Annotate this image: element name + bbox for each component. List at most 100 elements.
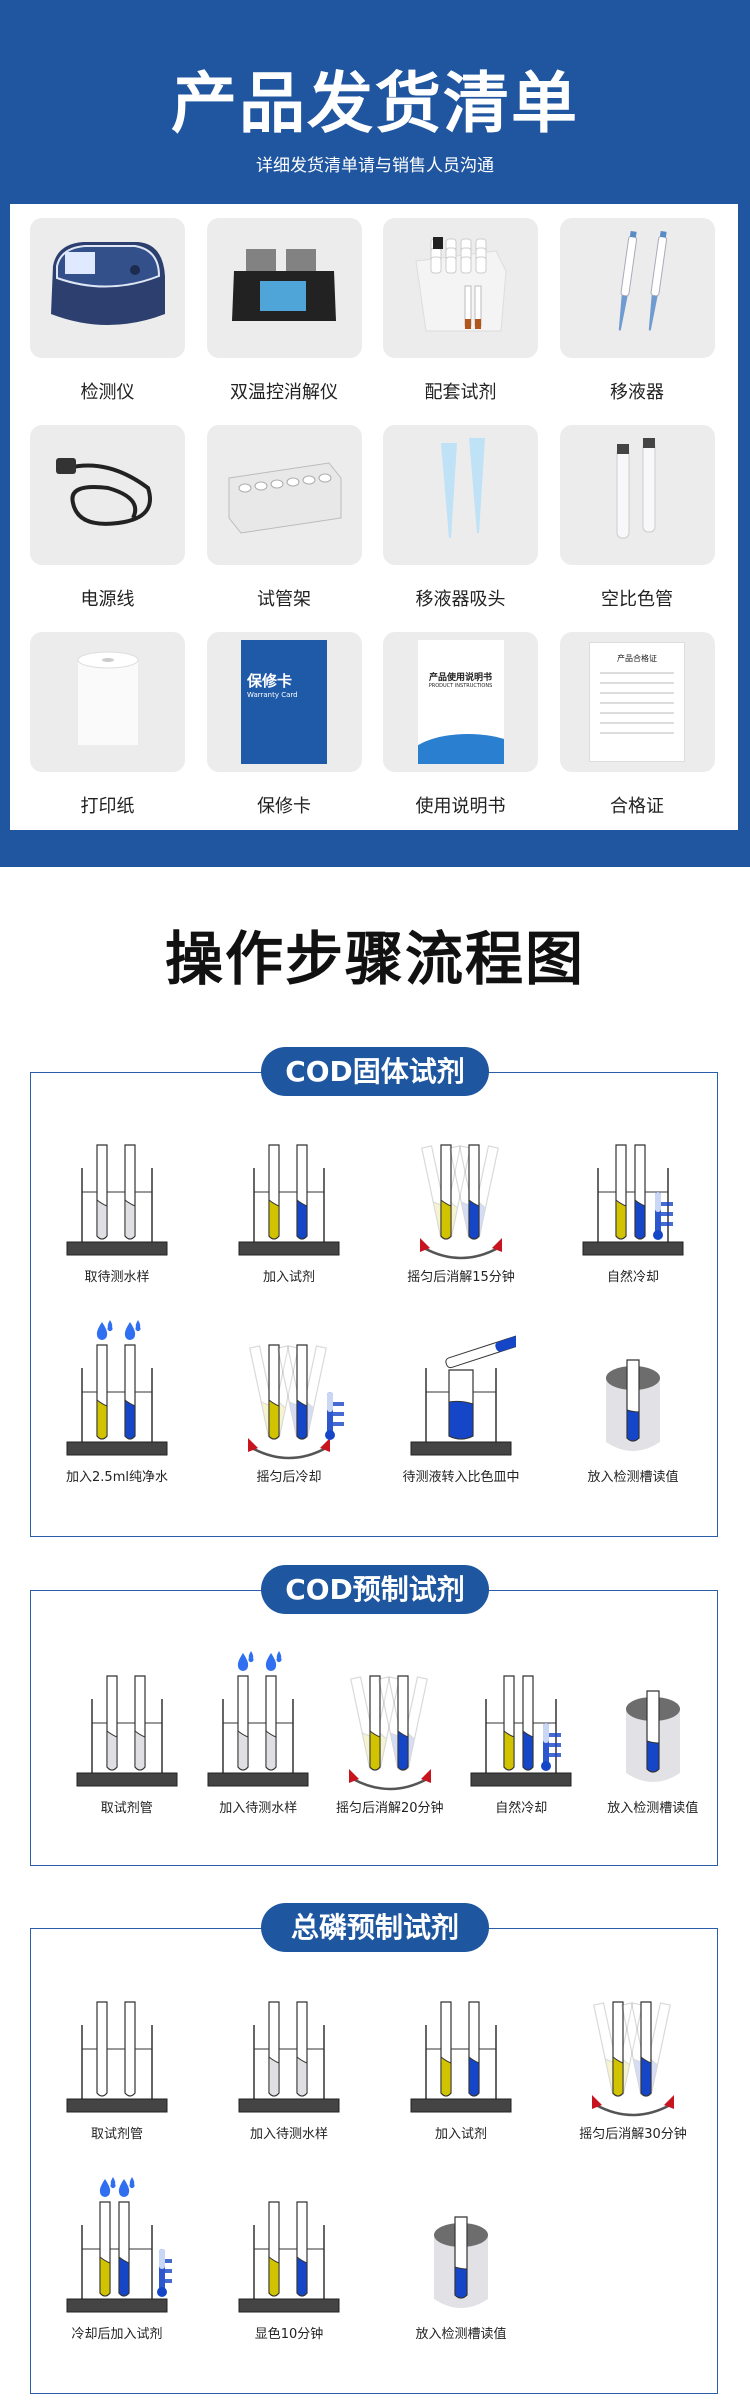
step-label: 取试剂管 (90, 2127, 143, 2142)
hotplate-base (207, 1772, 309, 1787)
section-cod-solid: COD固体试剂 取待测水样加入试剂摇匀后消解15分钟自然冷却加入2.5ml纯净水… (30, 1047, 718, 1537)
tube-liquid (124, 1198, 136, 1240)
tube-glass (124, 2001, 136, 2097)
thermometer-top (543, 1723, 550, 1743)
step-label: 放入检测槽读值 (415, 2327, 507, 2342)
tube-liquid (522, 1729, 534, 1771)
tube-rack-icon (219, 448, 349, 542)
section-cod-prefab: COD预制试剂 取试剂管加入待测水样摇匀后消解20分钟自然冷却放入检测槽读值 (30, 1565, 718, 1866)
empty-tubes-image (559, 425, 715, 565)
arrow-head-icon (492, 1238, 502, 1252)
arrow-head-icon (664, 2095, 674, 2109)
pipette-icon (587, 230, 687, 345)
step-illustration (625, 1690, 680, 1782)
water-drop-icon (266, 1653, 277, 1671)
step-label: 自然冷却 (495, 1801, 548, 1816)
test-tube (124, 2001, 136, 2097)
tube-liquid (296, 2255, 308, 2297)
product-label: 移液器吸头 (415, 589, 506, 610)
step-label: 待测液转入比色皿中 (402, 1470, 520, 1485)
hotplate-base (238, 2098, 340, 2113)
step-label: 取待测水样 (84, 1270, 150, 1285)
tube-liquid (268, 1398, 280, 1440)
water-drop-icon (135, 1320, 141, 1331)
process-step: 加入试剂 (203, 1120, 375, 1320)
tube-liquid (265, 1729, 277, 1771)
thermometer-icon (541, 1723, 562, 1771)
step-illustration (238, 1144, 340, 1256)
step-label: 摇匀后消解30分钟 (579, 2127, 687, 2142)
digester-device-icon (224, 241, 344, 335)
tube-liquid (503, 1729, 515, 1771)
section-title: COD预制试剂 (261, 1565, 489, 1614)
arrow-head-icon (248, 1438, 258, 1452)
paper-roll-image (30, 632, 185, 772)
shake-arrow (423, 1246, 499, 1260)
product-item: 产品合格证合格证 (559, 632, 715, 839)
step-illustration (66, 1320, 168, 1456)
water-drop-icon (118, 2179, 130, 2197)
tube-liquid (268, 2055, 280, 2097)
tube-glass (96, 2001, 108, 2097)
process-step: 自然冷却 (456, 1651, 588, 1851)
paper-roll-icon (58, 645, 158, 759)
process-step: 加入待测水样 (193, 1651, 325, 1851)
thermometer-top (327, 1392, 333, 1412)
section-title: 总磷预制试剂 (261, 1903, 489, 1952)
step-illustration (66, 1144, 168, 1256)
hotplate-base (66, 1241, 168, 1256)
step-label: 加入待测水样 (249, 2127, 328, 2142)
test-tube (522, 1675, 534, 1771)
step-label: 冷却后加入试剂 (71, 2327, 163, 2342)
product-item: 配套试剂 (383, 218, 538, 425)
step-illustration (592, 2001, 674, 2117)
tube-liquid (634, 1198, 646, 1240)
tube-liquid (468, 2055, 480, 2097)
step-illustration (238, 2001, 340, 2113)
manual-en: PRODUCT INSTRUCTIONS (428, 683, 493, 689)
thermometer-icon (653, 1192, 673, 1240)
thermometer-bulb (653, 1230, 663, 1240)
pipette-image (559, 218, 715, 358)
section-tp-prefab: 总磷预制试剂 取试剂管加入待测水样加入试剂摇匀后消解30分钟冷却后加入试剂显色1… (30, 1903, 718, 2394)
pipette-tips-icon (411, 438, 511, 552)
water-drop-icon (96, 1322, 108, 1340)
warranty-card-title: 保修卡 (247, 672, 293, 690)
product-item: 试管架 (206, 425, 362, 632)
step-label: 摇匀后消解20分钟 (335, 1801, 444, 1816)
certificate-icon: 产品合格证 (589, 642, 685, 762)
hotplate-base (410, 1441, 512, 1456)
test-tube (615, 1144, 627, 1240)
test-tube (634, 1144, 646, 1240)
empty-tubes-icon (587, 438, 687, 552)
water-drop-icon (124, 1322, 136, 1340)
test-tube (268, 2201, 280, 2297)
tube-liquid (118, 2255, 130, 2297)
test-tube (397, 1675, 409, 1771)
thermometer-tick (549, 1753, 562, 1757)
product-label: 检测仪 (80, 382, 135, 403)
step-label: 显色10分钟 (254, 2327, 324, 2342)
arrow-head-icon (592, 2095, 602, 2109)
water-drop-icon (99, 2179, 111, 2197)
test-tube (124, 1344, 136, 1440)
thermometer-top (159, 2249, 165, 2269)
hotplate-base (66, 2298, 168, 2313)
thermometer-tick (333, 1412, 344, 1416)
step-label: 放入检测槽读值 (607, 1801, 699, 1816)
step-illustration (582, 1144, 684, 1256)
thermometer-tick (661, 1212, 673, 1216)
step-illustration (238, 2201, 340, 2313)
step-illustration (410, 2001, 512, 2113)
tube-liquid (296, 1398, 308, 1440)
analyzer-device-icon (43, 236, 173, 340)
test-tube (369, 1675, 381, 1771)
shake-arrow (595, 2103, 671, 2117)
step-label: 摇匀后消解15分钟 (407, 1270, 515, 1285)
warranty-card-en: Warranty Card (247, 691, 298, 699)
